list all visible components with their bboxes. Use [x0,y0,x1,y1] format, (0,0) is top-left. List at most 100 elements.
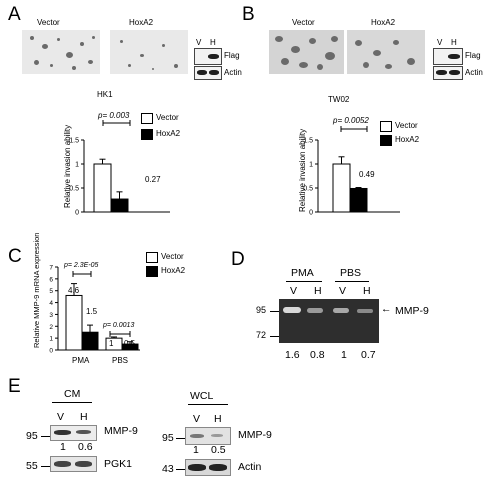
panel-e-cm-quant-2: 0.6 [78,441,93,453]
panel-a-pvalue: p= 0.003 [98,111,130,120]
panel-d-arrow: ← [381,303,392,315]
panel-letter-a: A [8,4,21,25]
panel-e-wcl-mmp9-label: MMP-9 [238,429,272,441]
panel-d-lane-1: V [290,285,298,297]
panel-a-legend-vector: Vector [156,113,179,122]
panel-e-wcl-quant-2: 0.5 [211,444,226,456]
panel-d-quant-3: 1 [341,349,347,361]
panel-b-micrograph-hoxa2 [347,30,425,74]
panel-c-group-pbs: PBS [112,356,129,365]
panel-e-wcl-lane-h: H [214,413,222,425]
panel-e-cm-pgk1-blot [50,456,97,472]
panel-a-bar-label: 0.27 [145,175,161,184]
panel-c-bar-label-2: 1.5 [86,307,98,316]
chart-a-bar [93,163,112,213]
chart-b-bar [349,187,368,213]
panel-b-ylabel: Relative invasion ability [298,128,307,212]
chart-c-ytick-label: 6 [49,276,53,283]
panel-e-wcl-marker-43-tick [176,469,185,470]
panel-e-wcl-lane-v: V [193,413,201,425]
panel-d-target-label: MMP-9 [395,305,429,317]
panel-d-quant-1: 1.6 [285,349,300,361]
panel-e-cm-marker-55-tick [41,466,50,467]
panel-e-cm-marker-95: 95 [26,430,38,442]
panel-d-marker-72: 72 [256,330,267,340]
panel-b-image-label-vector: Vector [292,18,315,27]
chart-a-ytick-label: 1 [75,162,79,169]
panel-e-cm-lane-h: H [80,411,88,423]
panel-a-lane-v: V [196,38,202,47]
chart-c-ytick-label: 5 [49,288,53,295]
panel-d-marker-72-tick [270,336,279,337]
panel-b-actin-label: Actin [465,68,483,77]
panel-c-bar-label-1: 4.6 [68,286,80,295]
panel-c-legend-hoxa2: HoxA2 [161,266,186,275]
panel-e-wcl-marker-95: 95 [162,432,174,444]
panel-e-wcl-actin-blot [185,459,231,476]
chart-c-bar [65,294,83,351]
panel-c-legend-vector-swatch [146,252,158,263]
chart-c-bar [81,331,99,351]
chart-b-ytick-label: 0.5 [303,186,313,193]
chart-c-ytick-label: 2 [49,324,53,331]
panel-b-pvalue: p= 0.0052 [333,116,369,125]
panel-c-bar-label-4: 0.5 [124,339,136,348]
panel-a-flag-blot [194,48,222,65]
panel-b-legend-vector-swatch [380,121,392,132]
panel-d-group-pma: PMA [291,267,314,279]
panel-c-legend-vector: Vector [161,252,184,261]
panel-a-lane-h: H [210,38,216,47]
panel-c-group-pma: PMA [72,356,90,365]
panel-e-cm-mmp9-blot [50,425,97,441]
panel-d-marker-95-tick [270,311,279,312]
panel-b-bar-label: 0.49 [359,170,375,179]
panel-d-quant-2: 0.8 [310,349,325,361]
chart-a-ytick-label: 0 [75,210,79,217]
panel-a-legend-hoxa2-swatch [141,129,153,140]
panel-d-group-pbs: PBS [340,267,362,279]
panel-e-cm-lane-v: V [57,411,65,423]
chart-c-ytick-label: 4 [49,300,53,307]
panel-d-lane-2: H [314,285,322,297]
panel-d-zymogram [279,299,379,343]
panel-c-bar-label-3: 1 [109,339,114,348]
panel-a-ylabel: Relative invasion ability [63,124,72,208]
chart-b-ytick-label: 1 [309,162,313,169]
panel-letter-c: C [8,246,22,267]
panel-c-legend-hoxa2-swatch [146,266,158,277]
panel-a-actin-label: Actin [224,68,242,77]
chart-a-ytick-label: 1.5 [69,138,79,145]
panel-b-micrograph-vector [269,30,344,74]
chart-b-bar [332,163,351,213]
panel-d-lane-4: H [363,285,371,297]
panel-e-wcl-marker-95-tick [176,438,185,439]
panel-e-wcl-line [188,404,228,405]
panel-e-wcl-title: WCL [190,390,214,402]
panel-letter-d: D [231,249,245,270]
panel-c-ylabel: Relative MMP-9 mRNA expression [32,232,41,348]
chart-a: 0 0.5 1 1.5 [69,120,170,217]
panel-d-lane-3: V [339,285,347,297]
chart-c-ytick-label: 0 [49,348,53,355]
panel-e-cm-quant-1: 1 [60,441,66,453]
chart-b-ytick-label: 0 [309,210,313,217]
panel-c-pvalue-pbs: p= 0.0013 [103,322,135,329]
panel-e-cm-pgk1-label: PGK1 [104,458,133,470]
panel-b-legend-hoxa2-swatch [380,135,392,146]
chart-c-ytick-label: 1 [49,336,53,343]
panel-d-marker-95: 95 [256,305,267,315]
panel-e-cm-title: CM [64,388,81,400]
panel-e-cm-marker-95-tick [41,436,50,437]
panel-c-pvalue-pma: p= 2.3E-05 [64,262,99,269]
panel-e-wcl-marker-43: 43 [162,463,174,475]
chart-b: 0 0.5 1 1.5 [303,126,400,217]
panel-a-image-label-hoxa2: HoxA2 [129,18,154,27]
chart-b-ytick-label: 1.5 [303,138,313,145]
panel-a-legend-hoxa2: HoxA2 [156,129,181,138]
panel-d-quant-4: 0.7 [361,349,376,361]
panel-letter-b: B [242,4,255,25]
chart-c-ytick-label: 3 [49,312,53,319]
panel-a-micrograph-hoxa2 [110,30,188,74]
chart-a-ytick-label: 0.5 [69,186,79,193]
